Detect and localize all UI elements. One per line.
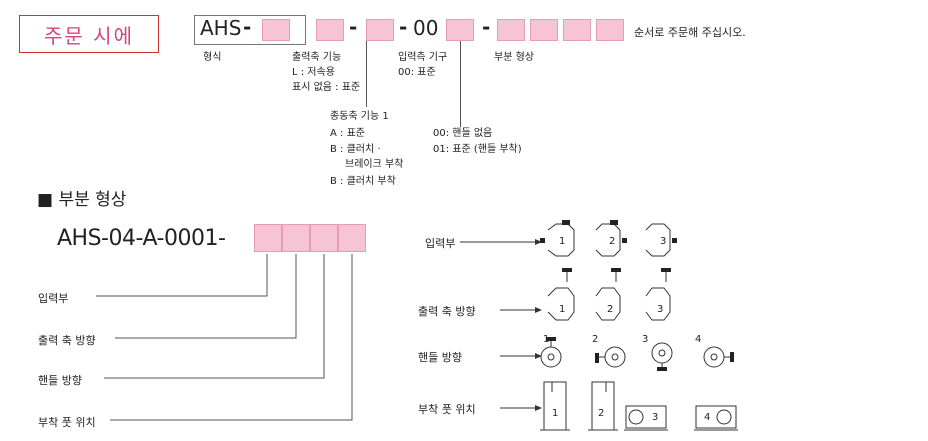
part-box-1[interactable] [254,224,282,252]
part-box-4[interactable] [338,224,366,252]
foot-row-diagrams [540,381,738,431]
output-num-1: 1 [559,304,566,315]
diagram-label-output: 출력 축 방향 [418,305,476,318]
handle-diagram-2 [595,346,626,368]
output-diagram-1 [547,268,575,321]
handle-row-diagrams [540,337,734,371]
input-row-diagrams [540,220,677,257]
output-num-2: 2 [607,304,614,315]
section-code: AHS-04-A-0001- [57,226,226,251]
input-num-3: 3 [660,236,667,247]
foot-diagram-3 [624,405,668,431]
section-heading: ■ 부분 형상 [37,190,127,210]
input-num-1: 1 [559,236,566,247]
field-part-2[interactable] [530,19,558,41]
model-prefix: AHS [200,16,242,40]
output-diagram-2 [595,268,621,321]
field-part-4[interactable] [596,19,624,41]
diagram-label-handle: 핸들 방향 [418,351,462,364]
dash-2: - [349,15,358,39]
dash-1: - [243,15,252,39]
field-cross-func[interactable] [316,19,344,41]
handle-diagram-3 [651,342,673,371]
part-box-2[interactable] [282,224,310,252]
input-diagram-3 [645,223,677,257]
field-output-func[interactable] [262,19,290,41]
label-output-func-L: L : 저속용 [292,67,335,78]
label-output-func-none: 표시 없음 : 표준 [292,82,361,93]
label-handle-00: 00: 핸들 없음 [433,128,493,139]
foot-num-1: 1 [552,408,559,419]
field-part-3[interactable] [563,19,591,41]
foot-num-3: 3 [652,412,659,423]
input-num-2: 2 [609,236,616,247]
lead-line-cross [366,41,367,107]
label-input-mech: 입력측 기구 [398,52,448,63]
label-part-shape: 부분 형상 [494,52,534,63]
input-diagram-2 [595,220,627,257]
label-input-mech-00: 00: 표준 [398,67,436,78]
label-output-func: 출력축 기능 [292,52,342,63]
label-model: 형식 [203,52,222,63]
handle-diagram-1 [540,337,562,368]
output-num-3: 3 [657,304,664,315]
handle-num-3: 3 [642,334,649,345]
handle-num-4: 4 [695,334,702,345]
label-handle-01: 01: 표준 (핸들 부착) [433,144,522,155]
label-cross-A: A : 표준 [330,128,365,139]
part-box-3[interactable] [310,224,338,252]
field-input-mech[interactable] [446,19,474,41]
foot-diagram-4 [694,405,738,431]
field-label-input: 입력부 [38,292,69,305]
field-label-output: 출력 축 방향 [38,334,96,347]
foot-diagram-2 [588,381,618,431]
handle-num-1: 1 [543,334,550,345]
lead-line-handle [460,41,461,127]
dash-4: - [482,15,491,39]
fixed-00: 00 [413,16,439,40]
output-diagram-3 [645,268,671,321]
foot-num-2: 2 [598,408,605,419]
field-label-foot: 부착 풋 위치 [38,416,96,429]
handle-num-2: 2 [592,334,599,345]
dash-3: - [399,15,408,39]
model-code-box [194,15,306,45]
order-instruction: 순서로 주문해 주십시오. [634,26,746,39]
foot-num-4: 4 [704,412,711,423]
order-title: 주문 시에 [19,15,159,53]
diagram-label-input: 입력부 [425,237,456,250]
field-handle[interactable] [366,19,394,41]
field-leaders [96,254,353,421]
foot-diagram-1 [540,381,570,431]
label-cross-B1b: 브레이크 부착 [345,159,404,170]
label-cross-B1: B : 클러치 · [330,144,381,155]
handle-diagram-4 [703,346,734,368]
diagram-arrows [460,239,542,411]
field-label-handle: 핸들 방향 [38,374,82,387]
order-title-text: 주문 시에 [44,23,134,48]
field-part-1[interactable] [497,19,525,41]
diagram-label-foot: 부착 풋 위치 [418,403,476,416]
label-cross-func: 종동축 기능 1 [330,111,389,122]
input-diagram-1 [540,220,575,257]
label-cross-B2: B : 클러치 부착 [330,176,396,187]
output-row-diagrams [547,268,671,321]
